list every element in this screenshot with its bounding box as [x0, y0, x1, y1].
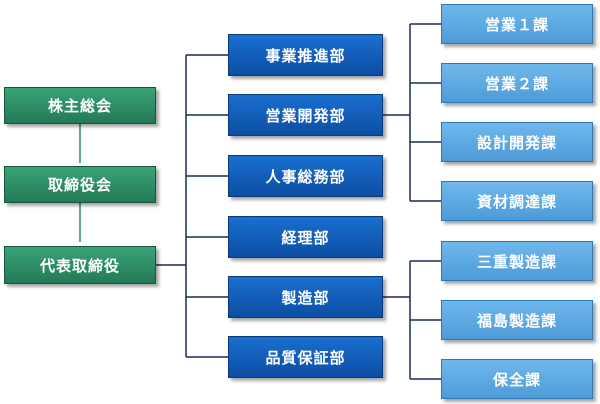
node-sales-section-2[interactable]: 営業２課 — [441, 63, 593, 103]
node-accounting-dept[interactable]: 経理部 — [228, 216, 383, 258]
node-quality-assurance-dept[interactable]: 品質保証部 — [228, 336, 383, 378]
node-sales-development-dept[interactable]: 営業開発部 — [228, 94, 383, 136]
node-mie-manufacturing-section[interactable]: 三重製造課 — [441, 241, 593, 281]
node-procurement-section[interactable]: 資材調達課 — [441, 181, 593, 221]
node-sales-section-1[interactable]: 営業１課 — [441, 4, 593, 44]
node-maintenance-section[interactable]: 保全課 — [441, 359, 593, 399]
node-hr-general-affairs-dept[interactable]: 人事総務部 — [228, 155, 383, 197]
node-business-promotion-dept[interactable]: 事業推進部 — [228, 34, 383, 76]
node-manufacturing-dept[interactable]: 製造部 — [228, 276, 383, 318]
node-shareholders-meeting[interactable]: 株主総会 — [4, 87, 156, 124]
node-board-of-directors[interactable]: 取締役会 — [4, 166, 156, 203]
node-design-development-section[interactable]: 設計開発課 — [441, 122, 593, 162]
node-representative-director[interactable]: 代表取締役 — [4, 246, 156, 284]
node-fukushima-manufacturing-section[interactable]: 福島製造課 — [441, 300, 593, 340]
